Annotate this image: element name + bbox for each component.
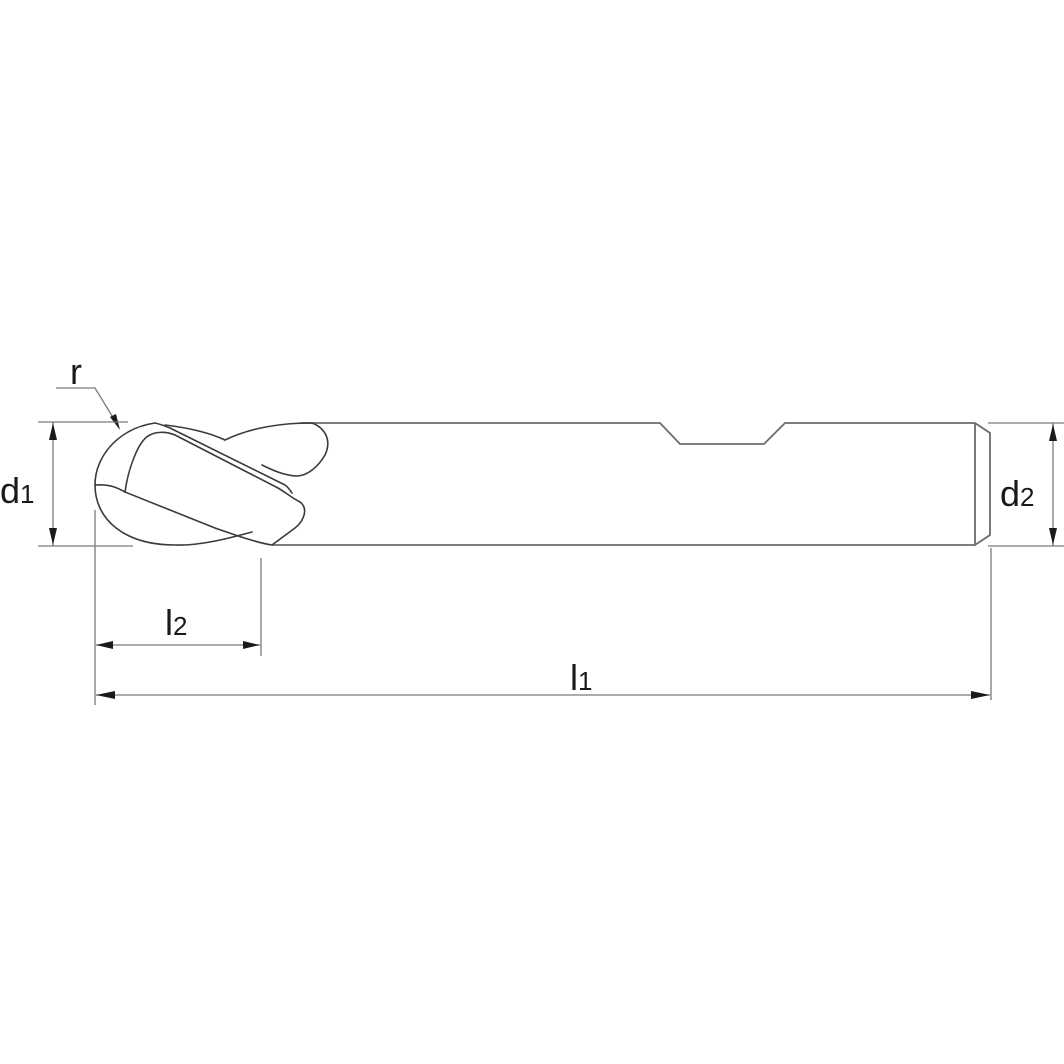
- dimension-l2: l2: [94, 510, 262, 705]
- dimension-d1: d1: [0, 421, 133, 547]
- d1-arrow-bottom: [49, 528, 57, 545]
- d1-arrow-top: [49, 423, 57, 440]
- l1-arrow-right: [971, 691, 990, 699]
- end-mill-body: [94, 422, 991, 547]
- flute-lobe-rear: [224, 422, 329, 477]
- d2-label: d2: [1000, 473, 1035, 514]
- helix-edge-1: [154, 422, 293, 494]
- r-leader-line: [56, 387, 118, 425]
- ball-nose-outline: [94, 422, 253, 546]
- d2-arrow-top: [1049, 424, 1057, 441]
- flute-land-front: [124, 431, 301, 503]
- l1-label: l1: [570, 657, 592, 698]
- l2-label: l2: [165, 602, 187, 643]
- flute-lower-face: [94, 484, 306, 546]
- shank-top-edge: [300, 422, 975, 445]
- l2-arrow-right: [243, 641, 260, 649]
- dimension-l1: l1: [96, 548, 992, 700]
- helix-edge-2: [164, 424, 226, 441]
- r-label: r: [70, 351, 82, 392]
- l1-arrow-left: [96, 691, 115, 699]
- l2-arrow-left: [96, 641, 113, 649]
- d2-arrow-bottom: [1049, 528, 1057, 545]
- shank-end-chamfer: [974, 422, 991, 547]
- dimension-d2: d2: [988, 422, 1064, 547]
- d1-label: d1: [0, 470, 35, 511]
- dimension-r: r: [56, 351, 120, 430]
